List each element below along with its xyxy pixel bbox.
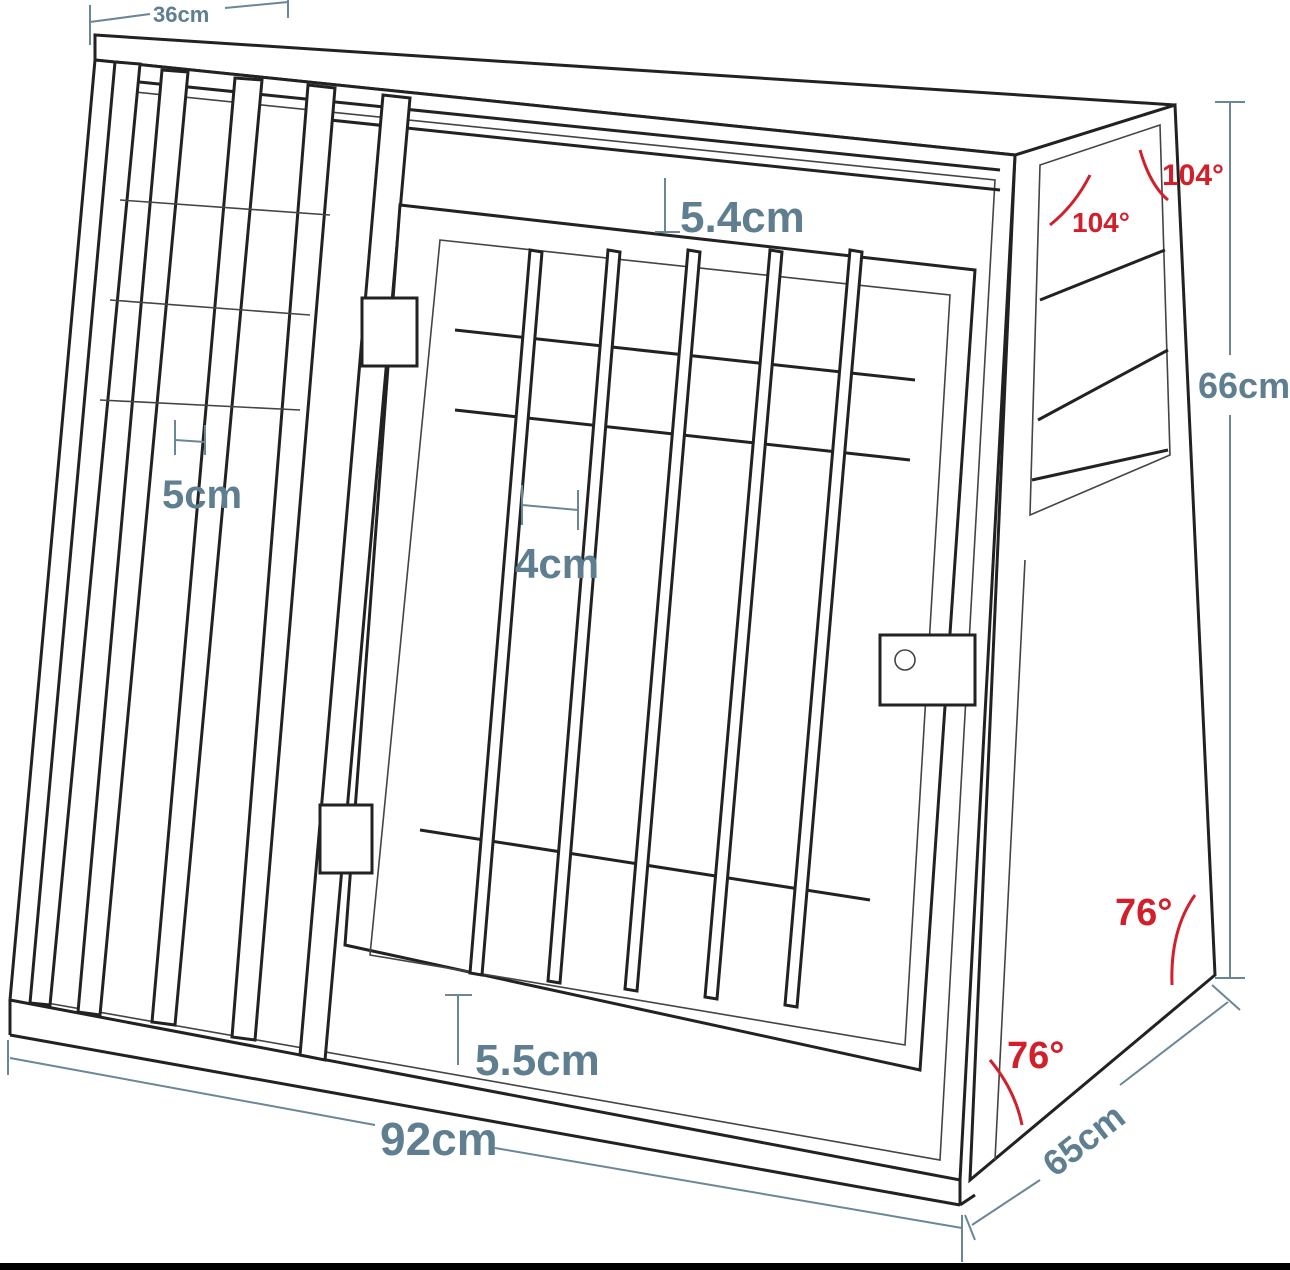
door-bar — [703, 248, 784, 1001]
top-depth-label: 36cm — [153, 2, 209, 27]
angle-arcs — [988, 149, 1197, 1126]
height-label: 66cm — [1198, 365, 1290, 406]
angle-bottom-front-label: 76° — [1007, 1035, 1064, 1077]
angle-top-rear-label: 104° — [1162, 159, 1224, 192]
angle-top-front-label: 104° — [1072, 207, 1130, 238]
top-gap-label: 5.4cm — [680, 193, 805, 242]
dimension-lines — [7, 0, 1245, 1262]
angle-bottom-rear-label: 76° — [1115, 892, 1172, 934]
hinge-bottom — [318, 803, 374, 875]
hinge-top — [360, 296, 419, 368]
door-bar — [783, 248, 864, 1009]
left-panel-bars — [28, 60, 412, 1062]
door-bar — [623, 248, 702, 993]
bottom-gap-label: 5.5cm — [475, 1036, 600, 1085]
door-latch — [878, 633, 977, 707]
door-bars — [468, 248, 864, 1009]
door-bar-spacing-label: 4cm — [515, 540, 599, 587]
width-label: 92cm — [380, 1113, 498, 1165]
door-bar — [468, 248, 544, 977]
crate-side-panel — [968, 102, 1217, 1184]
bottom-border — [0, 1263, 1290, 1270]
door-bar — [546, 248, 622, 985]
side-bar-spacing-label: 5cm — [162, 473, 242, 517]
